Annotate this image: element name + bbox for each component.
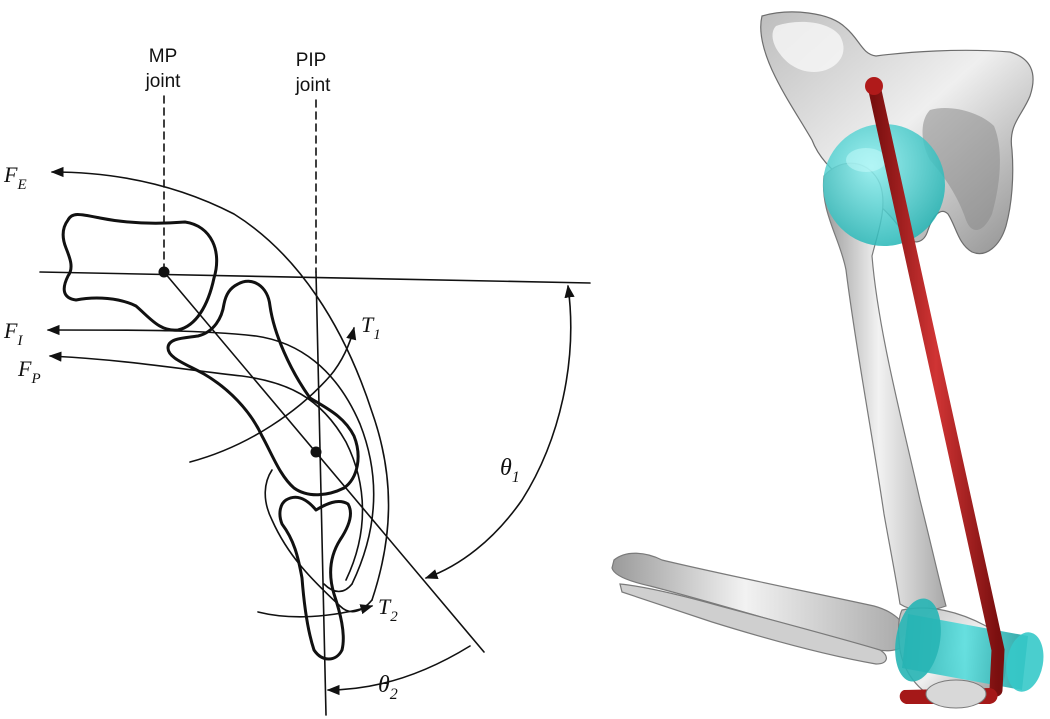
hip-joint-highlight: [846, 148, 886, 172]
theta2-angle-arc: [326, 645, 471, 696]
leg-model: [611, 11, 1044, 709]
theta1-angle-arc: [424, 284, 575, 579]
fibula-bone: [619, 583, 887, 665]
torque-t2-label: T2: [378, 594, 398, 625]
mp-joint-label-line2: joint: [145, 71, 182, 92]
pelvis-shadow: [922, 107, 1000, 231]
pip-joint-label-line1: PIP: [296, 50, 327, 71]
horizontal-reference-line: [39, 271, 591, 284]
muscle-path: [867, 79, 1005, 697]
force-fe-label: FE: [3, 162, 27, 193]
force-fp-label: FP: [17, 356, 41, 387]
tendon-sheath-inner: [323, 583, 353, 593]
muscle-origin: [865, 77, 883, 95]
knee-joint-cylinder: [895, 598, 1044, 692]
torque-t1-arc: [189, 326, 357, 463]
proximal-phalanx-bone: [166, 279, 360, 497]
mp-joint-label-line1: MP: [149, 46, 178, 67]
finger-diagram: [39, 95, 591, 716]
middle-phalanx-bone: [278, 495, 352, 661]
finger-labels: MP joint PIP joint FE FI FP T1 T2 θ1 θ2: [3, 46, 520, 703]
torque-t1-label: T1: [361, 312, 381, 343]
profundus-tendon: [48, 351, 364, 581]
force-fi-label: FI: [3, 318, 23, 349]
pip-joint-center: [310, 446, 322, 458]
mp-joint-center: [158, 266, 170, 278]
torque-t2-arc: [257, 604, 374, 618]
tendon-sheath-outer: [264, 469, 373, 613]
theta2-label: θ2: [378, 672, 398, 703]
knee-cylinder-cap-right: [1006, 632, 1044, 692]
knee-cylinder-cap-left: [895, 598, 941, 682]
pip-joint-label-line2: joint: [295, 75, 332, 96]
theta1-label: θ1: [500, 455, 520, 486]
proximal-axis-line: [163, 271, 485, 653]
metacarpal-bone: [61, 213, 219, 332]
interosseous-tendon: [46, 324, 375, 585]
pelvis-highlight: [772, 21, 844, 73]
extensor-tendon: [50, 166, 390, 601]
ankle-bone: [925, 679, 987, 709]
